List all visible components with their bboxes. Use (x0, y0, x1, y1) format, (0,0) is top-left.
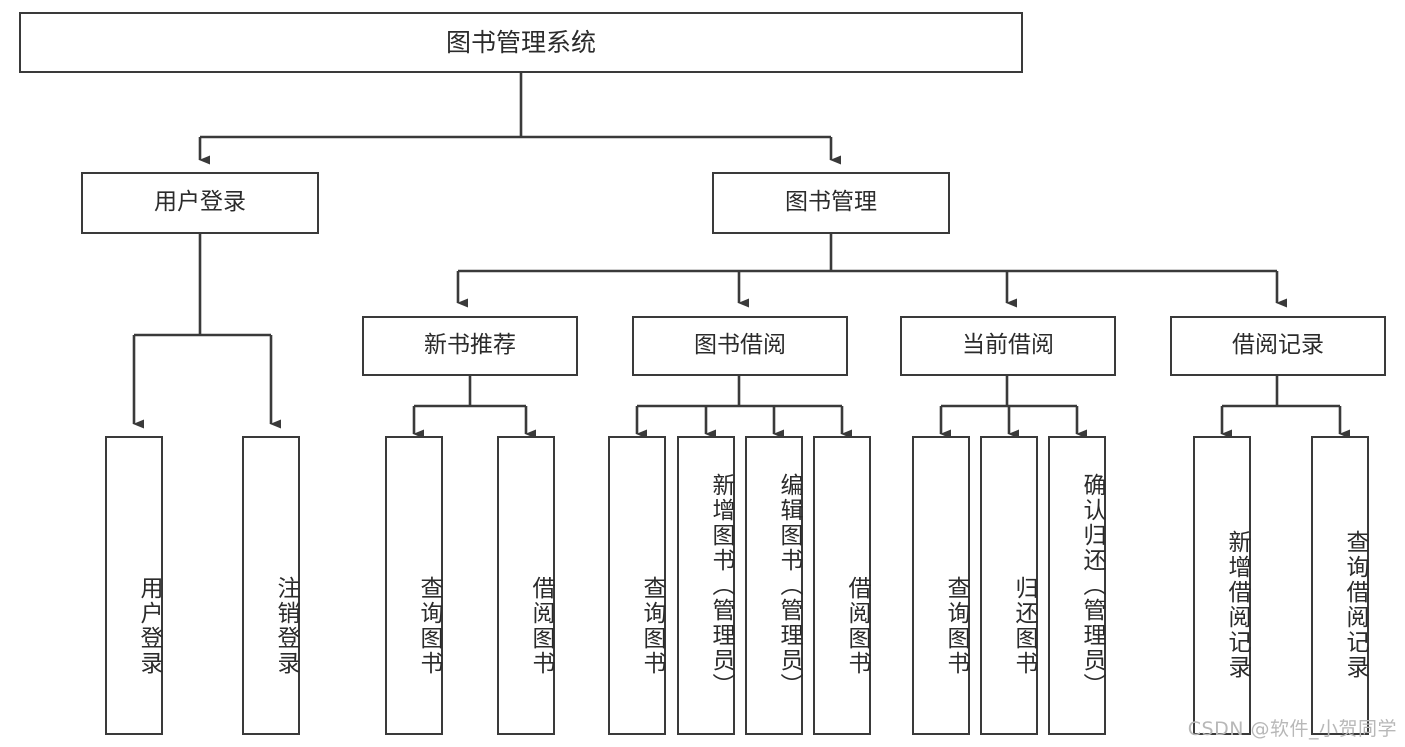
node-leaf-borrow-book-2[interactable]: 借阅图书 (813, 436, 871, 735)
node-leaf-return-book-label: 归还图书 (1011, 575, 1037, 676)
node-leaf-borrow-book-1-label: 借阅图书 (528, 575, 554, 676)
node-leaf-confirm-return-label: 确认归还（管理员） (1079, 473, 1105, 698)
node-new-book-rec-label: 新书推荐 (424, 332, 516, 359)
node-current-borrow[interactable]: 当前借阅 (900, 316, 1116, 376)
node-new-book-rec[interactable]: 新书推荐 (362, 316, 578, 376)
node-leaf-add-book[interactable]: 新增图书（管理员） (677, 436, 735, 735)
node-leaf-logout-label: 注销登录 (273, 575, 299, 676)
node-leaf-borrow-book-2-label: 借阅图书 (844, 575, 870, 676)
node-book-borrow[interactable]: 图书借阅 (632, 316, 848, 376)
node-leaf-query-book-3[interactable]: 查询图书 (912, 436, 970, 735)
node-leaf-add-record[interactable]: 新增借阅记录 (1193, 436, 1251, 735)
node-leaf-return-book[interactable]: 归还图书 (980, 436, 1038, 735)
node-leaf-add-book-label: 新增图书（管理员） (708, 473, 734, 698)
node-leaf-query-record[interactable]: 查询借阅记录 (1311, 436, 1369, 735)
node-user-login[interactable]: 用户登录 (81, 172, 319, 234)
node-leaf-query-record-label: 查询借阅记录 (1342, 529, 1368, 680)
node-root[interactable]: 图书管理系统 (19, 12, 1023, 73)
node-leaf-user-login[interactable]: 用户登录 (105, 436, 163, 735)
node-leaf-query-book-3-label: 查询图书 (943, 575, 969, 676)
node-borrow-record[interactable]: 借阅记录 (1170, 316, 1386, 376)
node-root-label: 图书管理系统 (445, 27, 596, 57)
node-book-manage-label: 图书管理 (785, 189, 877, 216)
node-leaf-query-book-2[interactable]: 查询图书 (608, 436, 666, 735)
node-leaf-borrow-book-1[interactable]: 借阅图书 (497, 436, 555, 735)
node-leaf-edit-book-label: 编辑图书（管理员） (776, 473, 802, 698)
node-current-borrow-label: 当前借阅 (962, 332, 1054, 359)
node-book-borrow-label: 图书借阅 (694, 332, 786, 359)
node-leaf-query-book-1[interactable]: 查询图书 (385, 436, 443, 735)
node-leaf-edit-book[interactable]: 编辑图书（管理员） (745, 436, 803, 735)
node-leaf-user-login-label: 用户登录 (136, 575, 162, 676)
node-leaf-query-book-2-label: 查询图书 (639, 575, 665, 676)
node-leaf-query-book-1-label: 查询图书 (416, 575, 442, 676)
node-user-login-label: 用户登录 (154, 189, 246, 216)
node-leaf-add-record-label: 新增借阅记录 (1224, 529, 1250, 680)
node-book-manage[interactable]: 图书管理 (712, 172, 950, 234)
node-borrow-record-label: 借阅记录 (1232, 332, 1324, 359)
node-leaf-confirm-return[interactable]: 确认归还（管理员） (1048, 436, 1106, 735)
node-leaf-logout[interactable]: 注销登录 (242, 436, 300, 735)
csdn-watermark: CSDN @软件_小贺同学 (1187, 718, 1397, 740)
